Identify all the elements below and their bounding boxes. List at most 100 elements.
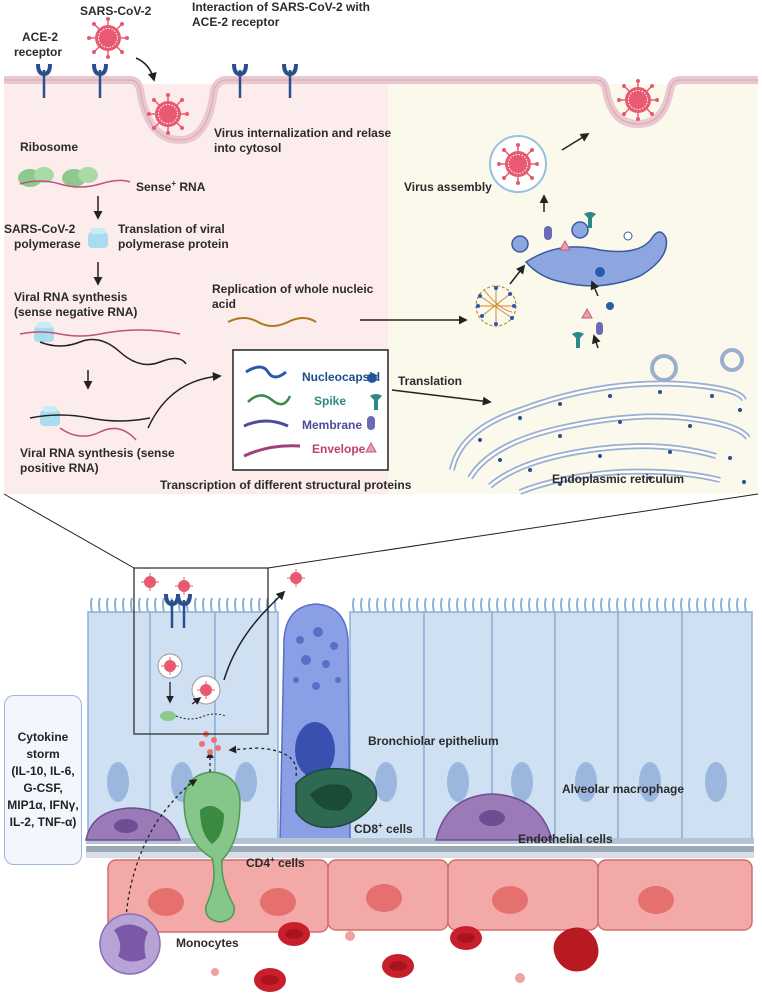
cilium: [728, 597, 731, 613]
cd8-label: CD8+ cells: [354, 818, 413, 837]
cytokine-storm-text: Cytokine storm (IL-10, IL-6, G-CSF, MIP1…: [7, 729, 78, 831]
cilium: [520, 597, 523, 613]
cilium: [242, 597, 245, 613]
cilium: [648, 597, 651, 613]
cilium: [130, 597, 133, 613]
cilium: [432, 597, 435, 613]
monocytes-label: Monocytes: [176, 936, 239, 950]
cytokine-line: MIP1α, IFNγ,: [7, 798, 79, 812]
cilium: [592, 597, 595, 613]
cilium: [106, 597, 109, 613]
cilium: [536, 597, 539, 613]
virus-icon: [616, 78, 660, 122]
inset-box: [133, 567, 269, 735]
virus-icon: [174, 576, 194, 596]
cilium: [352, 597, 355, 613]
cytokine-storm-box: Cytokine storm (IL-10, IL-6, G-CSF, MIP1…: [4, 695, 82, 865]
cilium: [154, 597, 157, 613]
endothelial-label: Endothelial cells: [518, 832, 613, 846]
red-blood-cell: [254, 968, 286, 992]
translation-label: Translation: [398, 374, 463, 388]
cilium: [560, 597, 563, 613]
viral-rna-pos-label-line1: Viral RNA synthesis (sense: [20, 446, 175, 460]
cilium: [114, 597, 117, 613]
interaction-label-line2: ACE-2 receptor: [192, 15, 280, 29]
cilium: [744, 597, 747, 613]
cilium: [544, 597, 547, 613]
cilium: [616, 597, 619, 613]
golgi-apparatus: [524, 231, 668, 287]
cilium: [704, 597, 707, 613]
cytokine-line: storm: [26, 747, 60, 761]
cilium: [576, 597, 579, 613]
cilium: [528, 597, 531, 613]
nucleic-acid-strand: [227, 317, 317, 327]
membrane-icon: [243, 419, 289, 428]
replicated-nucleic-acid: [475, 285, 517, 327]
cilium: [138, 597, 141, 613]
translation-polymerase-label-line1: Translation of viral: [118, 222, 225, 236]
structural-protein-legend: [232, 349, 389, 471]
internalization-label-line1: Virus internalization and relase: [214, 126, 392, 140]
cilium: [408, 597, 411, 613]
red-blood-cell: [278, 922, 310, 946]
cilium: [210, 597, 213, 613]
cilium: [424, 597, 427, 613]
internalization-label-line2: into cytosol: [214, 141, 282, 155]
virus-icon: [286, 568, 306, 588]
envelope-icon: [243, 444, 301, 458]
cilium: [98, 597, 101, 613]
cilium: [90, 597, 93, 613]
interaction-label-line1: Interaction of SARS-CoV-2 with: [192, 0, 371, 14]
polymerase-label-line2: polymerase: [14, 237, 81, 251]
polymerase-icon: [88, 228, 108, 248]
cilium: [440, 597, 443, 613]
cilium: [464, 597, 467, 613]
cilium: [736, 597, 739, 613]
cilium: [504, 597, 507, 613]
cilium: [584, 597, 587, 613]
legend-nucleocapsid: Nucleocapsid: [302, 370, 381, 384]
cd4-tail: cells: [274, 856, 305, 870]
cilium: [122, 597, 125, 613]
cilium: [624, 597, 627, 613]
ace2-label-line2: receptor: [14, 45, 63, 59]
cilium: [608, 597, 611, 613]
bronchiolar-label: Bronchiolar epithelium: [368, 734, 499, 748]
cilium: [488, 597, 491, 613]
cilium: [656, 597, 659, 613]
er-region: [388, 84, 758, 494]
alveolar-label: Alveolar macrophage: [562, 782, 685, 796]
viral-rna-pos-label-line2: positive RNA): [20, 461, 99, 475]
epithelial-nuclei: [107, 762, 727, 802]
cilium: [194, 597, 197, 613]
cilium: [392, 597, 395, 613]
cilium: [632, 597, 635, 613]
cilium: [720, 597, 723, 613]
cilium: [672, 597, 675, 613]
virus-icon: [496, 142, 540, 186]
cilium: [496, 597, 499, 613]
cilium: [480, 597, 483, 613]
red-blood-cell: [450, 926, 482, 950]
cd4-cell: [183, 771, 241, 923]
red-blood-cell: [382, 954, 414, 978]
cytokine-line: (IL-10, IL-6,: [11, 764, 75, 778]
platelets: [211, 931, 525, 983]
cd8-sup: +: [378, 821, 383, 830]
sars-cov2-label: SARS-CoV-2: [80, 4, 152, 18]
cilium: [600, 597, 603, 613]
cytokine-line: Cytokine: [17, 730, 69, 744]
cytokine-line: IL-2, TNF-α): [9, 815, 77, 829]
cd4-sup: +: [270, 855, 275, 864]
er-label: Endoplasmic reticulum: [552, 472, 685, 486]
cilium: [512, 597, 515, 613]
cilium: [416, 597, 419, 613]
cilium: [202, 597, 205, 613]
translation-polymerase-label-line2: polymerase protein: [118, 237, 229, 251]
cilium: [696, 597, 699, 613]
cilium: [218, 597, 221, 613]
cilium: [274, 597, 277, 613]
legend-membrane: Membrane: [302, 418, 363, 432]
